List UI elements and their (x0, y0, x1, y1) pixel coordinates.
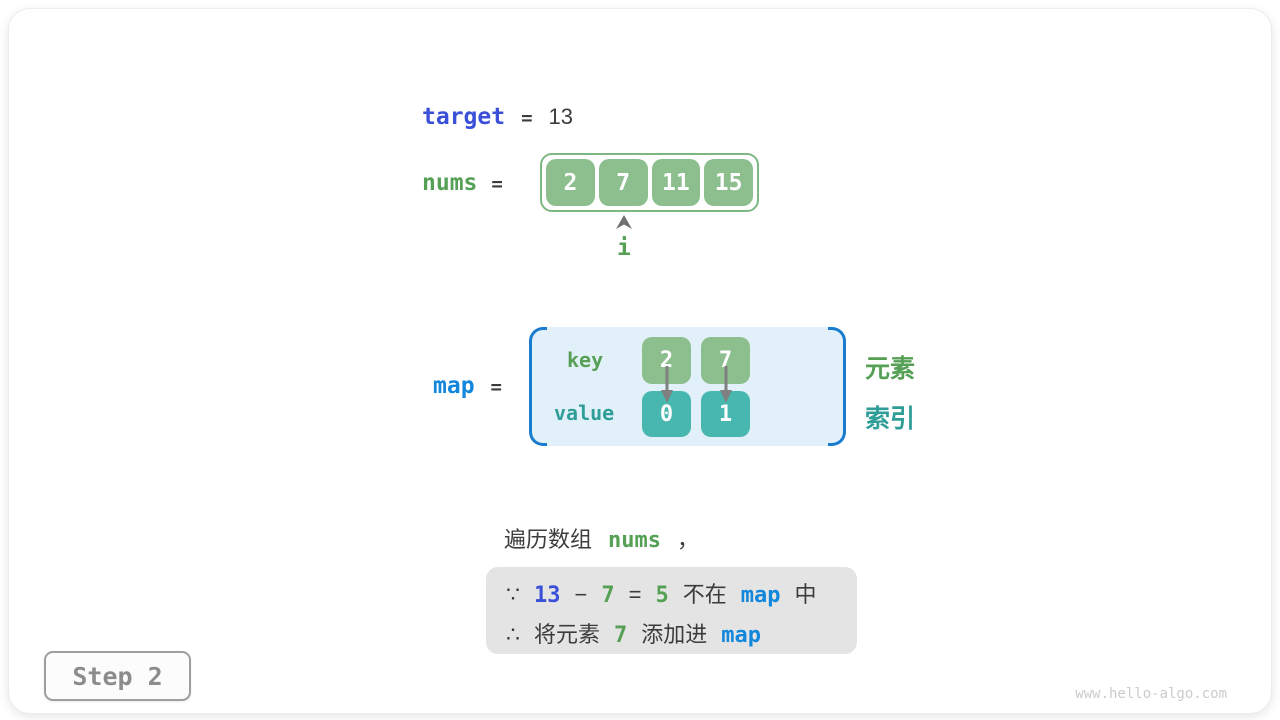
nums-equals-sign: = (491, 173, 503, 195)
target-value: 13 (548, 104, 574, 129)
array-cell: 2 (546, 159, 595, 206)
note-line-1: ∵ 13 − 7 = 5 不在 map 中 (506, 577, 857, 614)
map-left-bracket (529, 327, 547, 446)
map-label: map (433, 373, 475, 399)
nums-label-row: nums = (422, 170, 503, 196)
map-key-label: key (567, 348, 604, 372)
nums-label: nums (422, 170, 478, 196)
diagram-card: target = 13 nums = 2 7 11 15 i map = (8, 8, 1272, 714)
note-equals-sign: = (628, 582, 642, 607)
nums-array: 2 7 11 15 (540, 153, 759, 212)
array-cell: 15 (704, 159, 753, 206)
caption-row: 遍历数组 nums ， (504, 522, 699, 554)
note-line-2: ∴ 将元素 7 添加进 map (506, 617, 857, 654)
target-row: target = 13 (422, 104, 573, 130)
element-side-label: 元素 (865, 355, 916, 383)
key-value-arrow-icon (720, 366, 732, 403)
index-side-label: 索引 (865, 405, 916, 433)
index-pointer-arrow-icon (616, 215, 632, 229)
map-right-bracket (828, 327, 846, 446)
therefore-symbol: ∴ (506, 622, 520, 647)
note-map-ref: map (721, 623, 762, 648)
key-value-arrow-icon (661, 366, 673, 403)
caption-text-after: ， (677, 527, 700, 552)
note-map-ref: map (740, 583, 781, 608)
target-label: target (422, 104, 506, 130)
note-element-value: 7 (614, 623, 628, 648)
note-element-value: 7 (601, 583, 615, 608)
note-suffix-text: 中 (794, 582, 817, 607)
map-label-row: map = (433, 373, 502, 399)
caption-text-before: 遍历数组 (504, 527, 593, 552)
step-badge: Step 2 (44, 651, 191, 701)
caption-code-nums: nums (608, 528, 661, 553)
watermark: www.hello-algo.com (1075, 686, 1227, 702)
map-equals-sign: = (490, 376, 502, 398)
note-action-text: 添加进 (641, 622, 708, 647)
note-box: ∵ 13 − 7 = 5 不在 map 中 ∴ 将元素 7 添加进 map (486, 567, 857, 654)
because-symbol: ∵ (506, 582, 520, 607)
note-target-value: 13 (534, 583, 561, 608)
note-prefix-text: 将元素 (534, 622, 601, 647)
note-difference-value: 5 (655, 583, 669, 608)
array-cell: 11 (651, 159, 701, 206)
index-pointer-label: i (617, 235, 631, 261)
target-equals-sign: = (521, 107, 533, 129)
note-not-in-text: 不在 (682, 582, 727, 607)
map-value-label: value (554, 401, 615, 425)
array-cell: 7 (598, 159, 648, 206)
minus-sign: − (574, 582, 588, 607)
